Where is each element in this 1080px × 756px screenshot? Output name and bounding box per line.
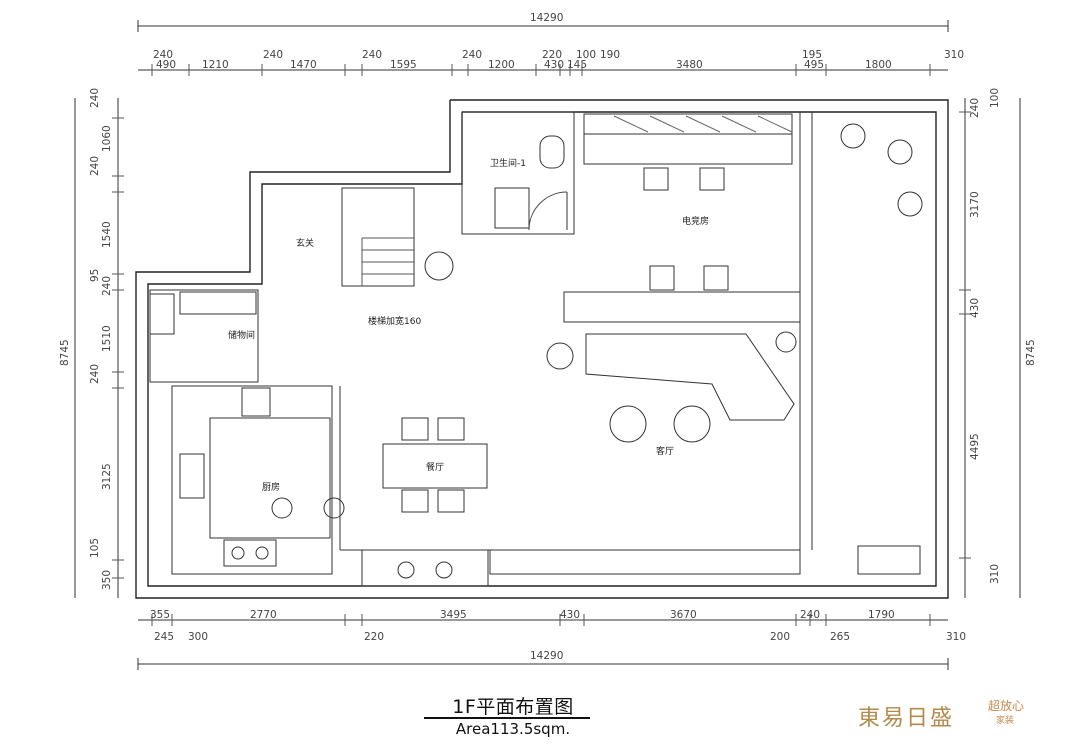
dim-right: 100 <box>989 88 1001 108</box>
dim-left: 240 <box>89 88 101 108</box>
dim-left: 240 <box>89 364 101 384</box>
dim-top-r1: 240 <box>362 49 382 61</box>
dim-total-bottom: 14290 <box>530 650 563 662</box>
dim-bottom-r2: 310 <box>946 631 966 643</box>
room-label-living: 客厅 <box>656 445 674 457</box>
dim-top-r1: 240 <box>263 49 283 61</box>
dim-bottom-r1: 1790 <box>868 609 895 621</box>
dim-bottom-r2: 220 <box>364 631 384 643</box>
dim-right: 3170 <box>969 191 981 218</box>
dim-bottom-r1: 2770 <box>250 609 277 621</box>
room-label-storage: 储物间 <box>228 329 255 341</box>
dim-bottom-r1: 355 <box>150 609 170 621</box>
dim-bottom-r2: 245 <box>154 631 174 643</box>
dim-top-r2: 1210 <box>202 59 229 71</box>
dim-top-r1: 100 <box>576 49 596 61</box>
dim-top-r1: 195 <box>802 49 822 61</box>
dim-bottom-r1: 3495 <box>440 609 467 621</box>
dim-top-r2: 145 <box>567 59 587 71</box>
dim-bottom-r1: 430 <box>560 609 580 621</box>
dim-left: 350 <box>101 570 113 590</box>
room-label-bathroom: 卫生间-1 <box>490 157 526 169</box>
dim-right-total: 8745 <box>1025 339 1037 366</box>
dim-top-r2: 3480 <box>676 59 703 71</box>
room-label-kitchen: 厨房 <box>262 481 280 493</box>
dim-total-top: 14290 <box>530 12 563 24</box>
brand-slogan: 超放心 <box>988 699 1025 713</box>
dim-top-r1: 220 <box>542 49 562 61</box>
title-underline <box>424 717 590 719</box>
brand-slogan-sub: 家装 <box>996 716 1015 726</box>
dim-left-total: 8745 <box>59 339 71 366</box>
dim-left: 105 <box>89 538 101 558</box>
dim-right: 430 <box>969 298 981 318</box>
dim-left: 95 <box>89 269 101 282</box>
dim-right: 310 <box>989 564 1001 584</box>
dim-top-r2: 1470 <box>290 59 317 71</box>
dim-top-r2: 430 <box>544 59 564 71</box>
room-label-gaming: 电竞房 <box>682 215 709 227</box>
dim-bottom-r2: 300 <box>188 631 208 643</box>
dim-top-r2: 1595 <box>390 59 417 71</box>
dim-top-r1: 240 <box>462 49 482 61</box>
dim-left: 1540 <box>101 221 113 248</box>
dim-top-r1: 240 <box>153 49 173 61</box>
dim-left: 1510 <box>101 325 113 352</box>
plan-area: Area113.5sqm. <box>455 720 571 738</box>
floor-plan: 14290 14290 240 240 240 240 220 100 190 … <box>59 12 1037 670</box>
dim-top-r1: 310 <box>944 49 964 61</box>
dim-left: 3125 <box>101 463 113 490</box>
dim-top-r1: 190 <box>600 49 620 61</box>
plan-title: 1F平面布置图 <box>452 696 574 718</box>
dim-left: 240 <box>101 276 113 296</box>
dim-bottom-r1: 3670 <box>670 609 697 621</box>
brand-logo: 東易日盛 <box>858 706 955 731</box>
dim-bottom-r2: 265 <box>830 631 850 643</box>
dim-left: 240 <box>89 156 101 176</box>
dim-right: 4495 <box>969 433 981 460</box>
dim-right: 240 <box>969 98 981 118</box>
dim-top-r2: 490 <box>156 59 176 71</box>
room-label-entrance: 玄关 <box>296 237 314 249</box>
dim-bottom-r2: 200 <box>770 631 790 643</box>
room-label-stairs: 楼梯加宽160 <box>368 315 421 327</box>
dim-left: 1060 <box>101 125 113 152</box>
room-label-dining: 餐厅 <box>426 461 444 473</box>
dim-top-r2: 1200 <box>488 59 515 71</box>
dim-bottom-r1: 240 <box>800 609 820 621</box>
dim-top-r2: 1800 <box>865 59 892 71</box>
dim-top-r2: 495 <box>804 59 824 71</box>
